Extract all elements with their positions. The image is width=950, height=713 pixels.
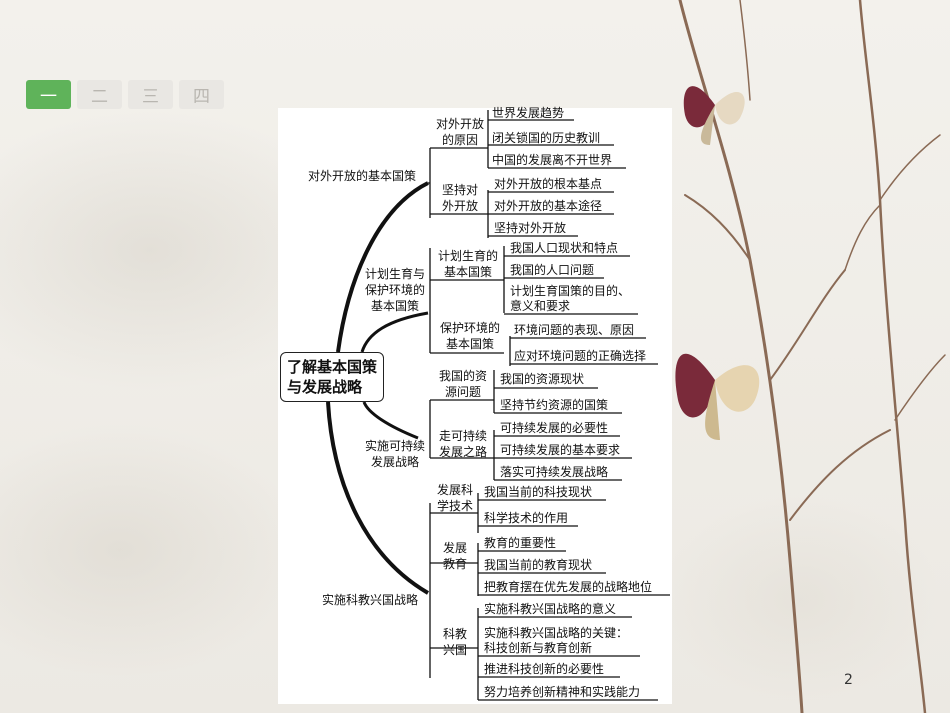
mind-map-connectors (326, 110, 670, 701)
leaf: 科学技术的作用 (484, 511, 569, 525)
node-environment: 保护环境的 基本国策 (432, 320, 508, 352)
node-family-planning: 计划生育的 基本国策 (432, 248, 504, 280)
node-opening-reasons-l2: 的原因 (441, 133, 478, 147)
root-node: 了解基本国策 与发展战略 (280, 352, 384, 402)
node-family-planning-l1: 计划生育的 (437, 249, 498, 263)
node-develop-science-l1: 发展科 (436, 483, 473, 497)
node-environment-l2: 基本国策 (445, 337, 494, 351)
tab-4[interactable]: 四 (179, 80, 224, 109)
node-develop-education-l1: 发展 (442, 541, 467, 555)
node-sustainable-path-l2: 发展之路 (438, 445, 487, 459)
branch-science-education: 实施科教兴国战略 (322, 593, 419, 607)
leaf: 努力培养创新精神和实践能力 (484, 685, 641, 699)
node-develop-education-l2: 教育 (442, 557, 467, 571)
node-opening-reasons-l1: 对外开放 (435, 117, 484, 131)
leaf: 把教育摆在优先发展的战略地位 (484, 580, 653, 594)
leaf: 我国人口现状和特点 (510, 241, 619, 255)
node-resources: 我国的资 源问题 (432, 368, 494, 400)
page-number: 2 (844, 672, 853, 688)
branch-sustainable-l1: 实施可持续 (364, 439, 425, 453)
leaf: 教育的重要性 (484, 536, 557, 550)
node-insist-opening-l2: 外开放 (441, 199, 478, 213)
branch-opening-up: 对外开放的基本国策 (308, 169, 417, 183)
node-sen-l1: 科教 (442, 627, 467, 641)
root-line-1: 了解基本国策 (287, 358, 378, 376)
leaf: 推进科技创新的必要性 (484, 662, 605, 676)
tab-1[interactable]: 一 (26, 80, 71, 109)
node-sustainable-path: 走可持续 发展之路 (432, 428, 494, 460)
section-tabs: 一 二 三 四 (26, 80, 224, 109)
node-environment-l1: 保护环境的 (439, 321, 500, 335)
branch-population-environment-l3: 基本国策 (370, 299, 419, 313)
leaf: 我国当前的科技现状 (484, 485, 593, 499)
leaf: 对外开放的基本途径 (494, 199, 603, 213)
node-insist-opening-l1: 坚持对 (441, 183, 478, 197)
leaf: 落实可持续发展战略 (500, 465, 609, 479)
leaf: 实施科教兴国战略的意义 (484, 602, 617, 616)
leaf: 世界发展趋势 (492, 106, 565, 120)
branch-decoration (675, 0, 946, 713)
leaf: 环境问题的表现、原因 (514, 323, 635, 337)
node-develop-education: 发展 教育 (432, 540, 478, 572)
branch-sustainable-l2: 发展战略 (370, 455, 419, 469)
node-insist-opening: 坚持对 外开放 (432, 182, 488, 214)
butterfly-top (683, 86, 745, 145)
node-resources-l1: 我国的资 (438, 369, 487, 383)
node-science-education-nation: 科教 兴国 (432, 626, 478, 658)
leaf: 我国当前的教育现状 (484, 558, 593, 572)
node-opening-reasons: 对外开放 的原因 (432, 116, 488, 148)
root-line-2: 与发展战略 (287, 378, 363, 396)
leaf: 我国的资源现状 (500, 372, 585, 386)
node-sustainable-path-l1: 走可持续 (438, 429, 487, 443)
branch-sustainable: 实施可持续 发展战略 (360, 438, 430, 470)
leaf: 坚持节约资源的国策 (500, 398, 609, 412)
leaf: 我国的人口问题 (510, 263, 595, 277)
node-sen-l2: 兴国 (442, 643, 467, 657)
leaf: 科技创新与教育创新 (484, 641, 593, 655)
leaf: 可持续发展的基本要求 (500, 443, 621, 457)
branch-population-environment: 计划生育与 保护环境的 基本国策 (358, 266, 432, 314)
butterfly-bottom (675, 353, 760, 440)
leaf: 中国的发展离不开世界 (492, 153, 613, 167)
leaf: 对外开放的根本基点 (494, 177, 603, 191)
leaf: 意义和要求 (510, 299, 571, 313)
mind-map: 了解基本国策 与发展战略 对外开放的基本国策 对外开放 的原因 世界发展趋势 闭… (278, 106, 672, 704)
node-resources-l2: 源问题 (444, 385, 481, 399)
branch-population-environment-l1: 计划生育与 (364, 267, 425, 281)
node-develop-science-l2: 学技术 (436, 499, 473, 513)
leaf: 应对环境问题的正确选择 (514, 349, 647, 363)
leaf: 坚持对外开放 (494, 221, 567, 235)
node-develop-science: 发展科 学技术 (432, 482, 478, 514)
leaf: 闭关锁国的历史教训 (492, 131, 601, 145)
leaf: 可持续发展的必要性 (500, 421, 609, 435)
node-family-planning-l2: 基本国策 (443, 265, 492, 279)
tab-2[interactable]: 二 (77, 80, 122, 109)
leaf: 计划生育国策的目的、 (510, 284, 631, 298)
branch-population-environment-l2: 保护环境的 (364, 283, 425, 297)
tab-3[interactable]: 三 (128, 80, 173, 109)
leaf: 实施科教兴国战略的关键： (484, 626, 629, 640)
